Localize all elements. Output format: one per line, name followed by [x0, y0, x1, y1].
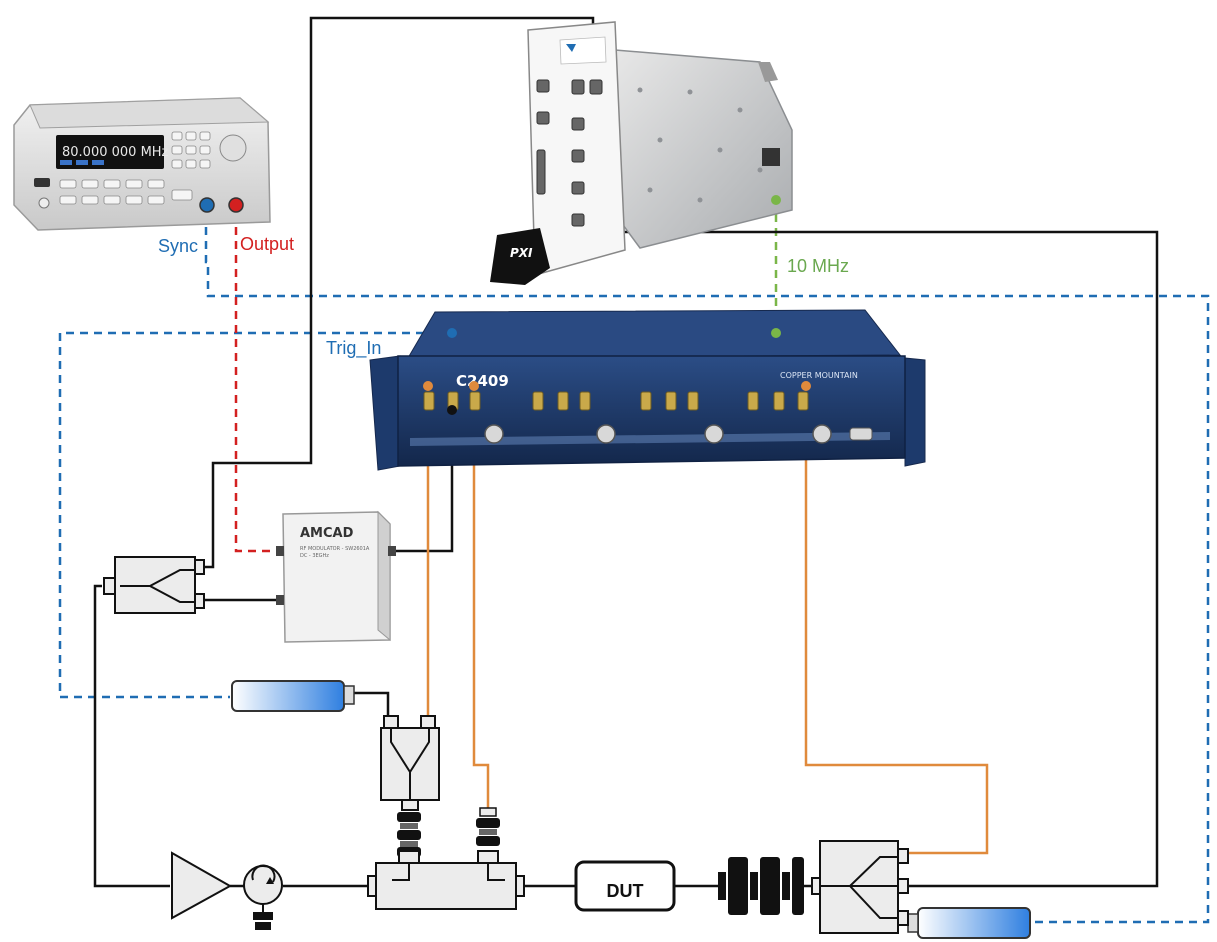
- sync-label: Sync: [158, 236, 198, 256]
- vna-model: C2409: [456, 372, 509, 390]
- sync-connector: [199, 197, 215, 213]
- pxi-rear-connector: [762, 148, 780, 166]
- modulator-brand: AMCAD: [300, 526, 354, 541]
- ten-mhz-label: 10 MHz: [787, 256, 849, 276]
- vector-network-analyzer: C2409 COPPER MOUNTAIN: [369, 309, 926, 471]
- pxi-badge: PXI: [510, 246, 533, 260]
- vna-handle-left: [369, 355, 401, 471]
- output-connector: [228, 197, 244, 213]
- rf-modulator: AMCAD RF MODULATOR - SW2601A DC - 3EGHz: [276, 510, 396, 643]
- adapter-stack-right: [476, 807, 500, 846]
- vna-brand: COPPER MOUNTAIN: [780, 371, 858, 380]
- vna-handle-right: [904, 357, 926, 467]
- sync-dashed-line: [204, 213, 1210, 924]
- power-splitter-vertical: [380, 715, 440, 811]
- fixed-attenuator-bottom: [907, 907, 1031, 939]
- output-label: Output: [240, 234, 294, 254]
- attenuator-stack: [718, 857, 804, 915]
- vna-main-ports: [484, 424, 832, 444]
- power-splitter-right: [811, 840, 909, 934]
- amplifier: [171, 851, 233, 920]
- trig-in-label: Trig_In: [326, 338, 381, 359]
- vna-power-switch: [849, 427, 873, 441]
- circulator: [230, 864, 283, 930]
- power-splitter-left: [103, 556, 205, 614]
- dut-block: DUT: [574, 860, 676, 912]
- trig-in-dashed-line: [58, 331, 452, 699]
- vna-port-connectors: [423, 381, 873, 444]
- modulator-line1: RF MODULATOR - SW2601A: [300, 546, 370, 552]
- directional-coupler: [367, 850, 525, 910]
- modulator-line2: DC - 3EGHz: [300, 553, 329, 559]
- pxi-module: PXI: [490, 21, 793, 285]
- output-dashed-line: [234, 213, 278, 553]
- pxi-screws: [637, 87, 763, 203]
- vna-trig-in-connector: [447, 328, 457, 338]
- dut-label: DUT: [607, 881, 644, 901]
- generator-knob: [219, 134, 247, 162]
- fixed-attenuator-top: [231, 680, 355, 712]
- pxi-ref-out-connector: [771, 195, 781, 205]
- generator-keypad: [59, 131, 211, 205]
- vna-ref-in-connector: [771, 328, 781, 338]
- pxi-front-connectors: [536, 79, 603, 227]
- signal-generator: 80.000 000 MHz: [13, 97, 271, 231]
- generator-display-text: 80.000 000 MHz: [62, 145, 169, 160]
- pxi-latch: [490, 228, 550, 285]
- power-button: [38, 197, 50, 209]
